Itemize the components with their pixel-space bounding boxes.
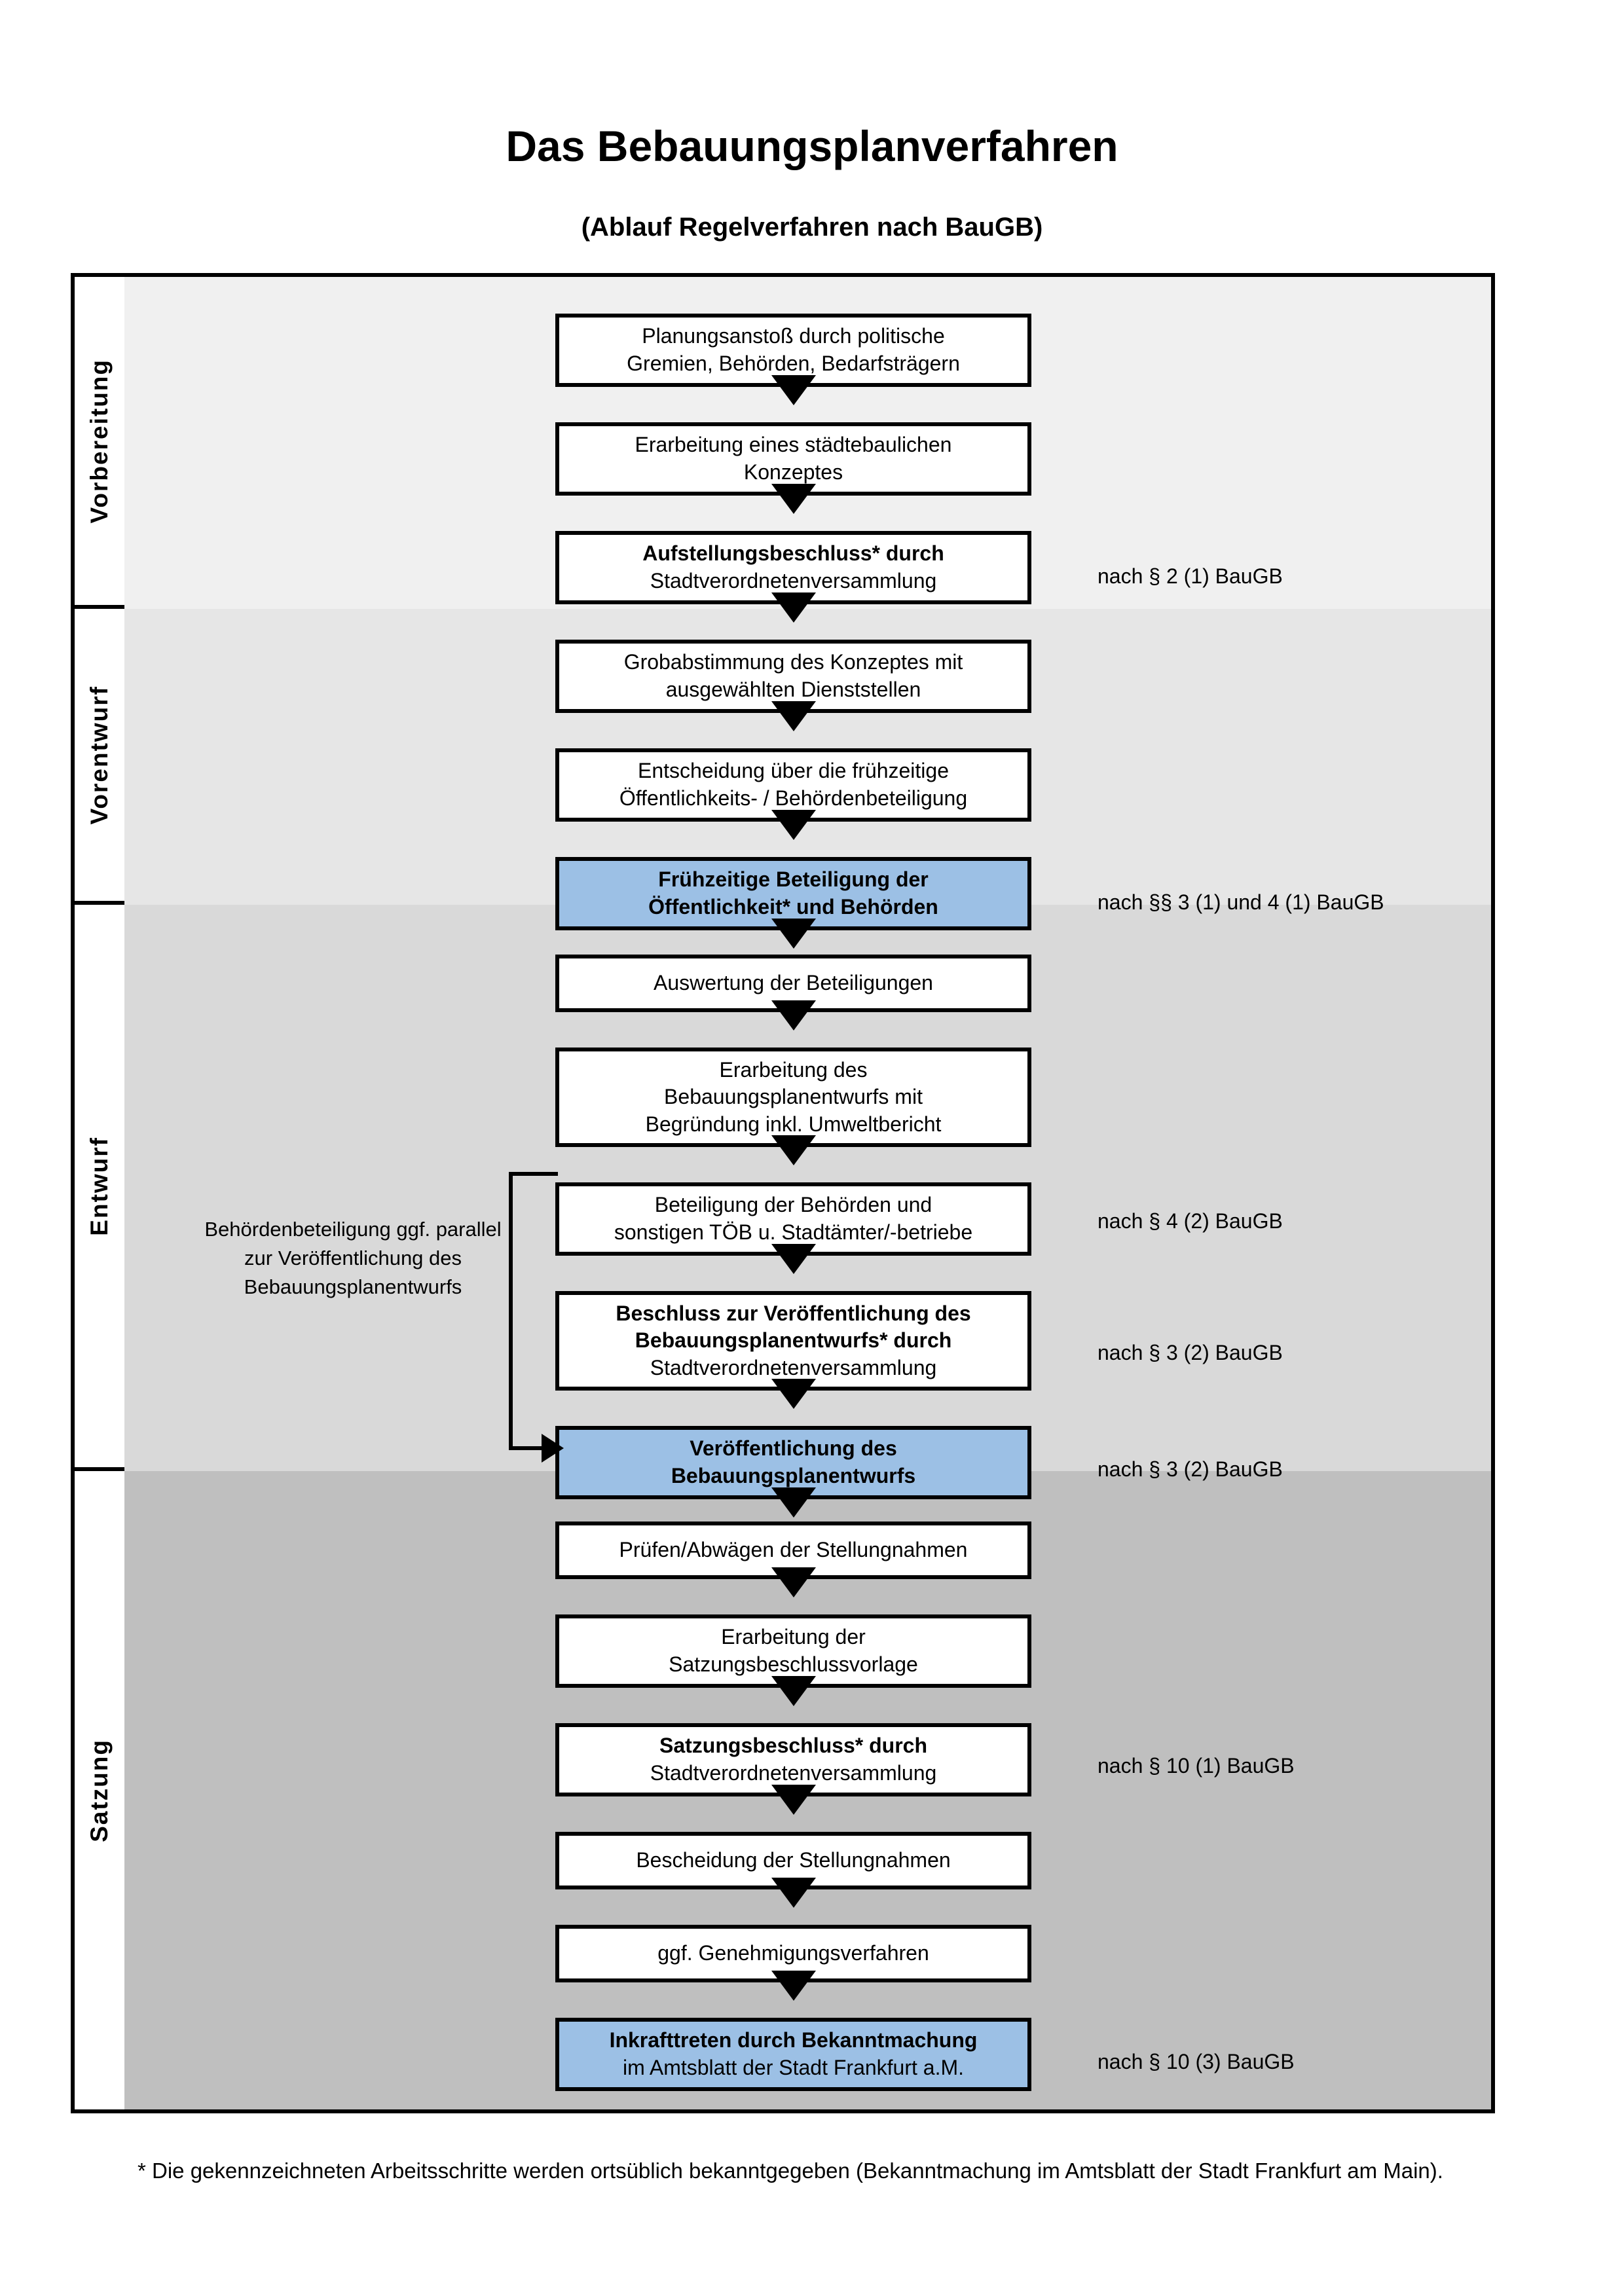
flow-step-6-line2: Öffentlichkeit* und Behörden: [648, 895, 938, 919]
arrow-down-icon-4: [771, 701, 816, 731]
flow-step-15-line1: Bescheidung der Stellungnahmen: [636, 1848, 951, 1872]
arrow-down-icon-7: [771, 1000, 816, 1030]
flow-step-13-line1: Erarbeitung der: [721, 1625, 866, 1649]
page-subtitle: (Ablauf Regelverfahren nach BauGB): [581, 213, 1043, 242]
phase-label-text: Satzung: [86, 1738, 113, 1842]
flow-step-9-line1: Beteiligung der Behörden und: [654, 1193, 932, 1217]
legal-note-4: nach § 3 (2) BauGB: [1098, 1341, 1283, 1364]
flow-step-1-line2: Gremien, Behörden, Bedarfsträgern: [627, 352, 960, 375]
phase-label-vorbereitung: Vorbereitung: [75, 277, 124, 609]
flow-step-4-line1: Grobabstimmung des Konzeptes mit: [623, 650, 963, 674]
side-note-line3: Veröffentlichung des: [278, 1247, 462, 1270]
flow-step-16-line1: ggf. Genehmigungsverfahren: [657, 1941, 929, 1965]
flow-step-9[interactable]: Beteiligung der Behörden und sonstigen T…: [555, 1182, 1031, 1256]
bracket-vertical-segment: [509, 1172, 513, 1450]
flow-step-10-line2: Bebauungsplanentwurfs* durch: [635, 1328, 952, 1353]
flow-step-17[interactable]: Inkrafttreten durch Bekanntmachung im Am…: [555, 2018, 1031, 2091]
arrow-down-icon-13: [771, 1676, 816, 1706]
legal-note-3: nach § 4 (2) BauGB: [1098, 1209, 1283, 1233]
flow-step-14-line2: Stadtverordnetenversammlung: [650, 1761, 937, 1785]
phase-label-column: Vorbereitung Vorentwurf Entwurf Satzung: [75, 277, 124, 2109]
phase-label-text: Entwurf: [86, 1136, 113, 1236]
flow-step-6[interactable]: Frühzeitige Beteiligung der Öffentlichke…: [555, 857, 1031, 930]
flow-step-8-line2: Bebauungsplanentwurfs mit: [664, 1085, 923, 1109]
phase-label-text: Vorbereitung: [86, 358, 113, 524]
flow-step-4-line2: ausgewählten Dienststellen: [665, 678, 921, 701]
arrow-down-icon-16: [771, 1971, 816, 2001]
legal-note-5: nach § 3 (2) BauGB: [1098, 1457, 1283, 1481]
flow-step-7-line1: Auswertung der Beteiligungen: [654, 971, 933, 995]
flow-step-11-line2: Bebauungsplanentwurfs: [671, 1464, 916, 1487]
flow-step-3-line1-bold: Aufstellungsbeschluss* durch: [642, 541, 944, 566]
flow-step-6-line1: Frühzeitige Beteiligung der: [658, 867, 929, 892]
phase-label-text: Vorentwurf: [86, 685, 113, 825]
phase-label-entwurf: Entwurf: [75, 905, 124, 1471]
arrow-down-icon-5: [771, 810, 816, 840]
flow-step-8-line1: Erarbeitung des: [719, 1057, 868, 1082]
flow-step-8[interactable]: Erarbeitung des Bebauungsplanentwurfs mi…: [555, 1048, 1031, 1147]
arrow-down-icon-12: [771, 1567, 816, 1597]
arrow-down-icon-10: [771, 1379, 816, 1409]
footnote: * Die gekennzeichneten Arbeitsschritte w…: [138, 2159, 1443, 2183]
flow-step-10-line3: Stadtverordnetenversammlung: [650, 1355, 937, 1379]
flow-step-9-line2: sonstigen TÖB u. Stadtämter/-betriebe: [614, 1220, 973, 1244]
flow-step-17-line2: im Amtsblatt der Stadt Frankfurt a.M.: [622, 2056, 965, 2079]
bracket-top-segment: [509, 1172, 558, 1176]
flow-step-13-line2: Satzungsbeschlussvorlage: [669, 1652, 918, 1676]
arrow-down-icon-11: [771, 1487, 816, 1518]
flow-step-10-line1: Beschluss zur Veröffentlichung des: [616, 1301, 971, 1325]
side-note-line4: Bebauungsplanentwurfs: [244, 1275, 462, 1299]
flow-step-10[interactable]: Beschluss zur Veröffentlichung des Bebau…: [555, 1291, 1031, 1391]
flow-step-11-line1: Veröffentlichung des: [690, 1436, 897, 1461]
arrow-right-icon-bracket: [542, 1434, 564, 1463]
legal-note-6: nach § 10 (1) BauGB: [1098, 1754, 1295, 1777]
flow-step-5-line2: Öffentlichkeits- / Behördenbeteiligung: [619, 786, 968, 810]
flow-step-2-line2: Konzeptes: [743, 460, 843, 484]
arrow-down-icon-1: [771, 375, 816, 405]
arrow-down-icon-9: [771, 1244, 816, 1274]
side-note-behoerdenbeteiligung: Behördenbeteiligung ggf. parallel zur Ve…: [199, 1215, 507, 1302]
arrow-down-icon-6: [771, 919, 816, 949]
bracket-bottom-segment: [509, 1446, 549, 1450]
arrow-down-icon-8: [771, 1135, 816, 1165]
flow-step-1[interactable]: Planungsanstoß durch politische Gremien,…: [555, 314, 1031, 387]
flow-step-3-line2: Stadtverordnetenversammlung: [650, 569, 937, 592]
flowchart-frame: Vorbereitung Vorentwurf Entwurf Satzung …: [71, 273, 1495, 2113]
phase-label-vorentwurf: Vorentwurf: [75, 609, 124, 905]
flow-step-8-line3: Begründung inkl. Umweltbericht: [645, 1112, 942, 1136]
side-note-line2: ggf. parallel zur: [244, 1218, 502, 1270]
side-note-line1: Behördenbeteiligung: [204, 1218, 391, 1241]
page-title: Das Bebauungsplanverfahren: [506, 122, 1118, 170]
legal-note-2: nach §§ 3 (1) und 4 (1) BauGB: [1098, 890, 1384, 914]
arrow-down-icon-15: [771, 1878, 816, 1908]
arrow-down-icon-3: [771, 592, 816, 623]
flow-step-12[interactable]: Prüfen/Abwägen der Stellungnahmen: [555, 1522, 1031, 1579]
phase-label-satzung: Satzung: [75, 1471, 124, 2109]
flow-step-5-line1: Entscheidung über die frühzeitige: [638, 759, 949, 783]
flow-step-14-line1: Satzungsbeschluss* durch: [659, 1734, 927, 1758]
flow-step-17-line1: Inkrafttreten durch Bekanntmachung: [609, 2028, 978, 2052]
legal-note-1: nach § 2 (1) BauGB: [1098, 564, 1283, 588]
flow-step-5[interactable]: Entscheidung über die frühzeitige Öffent…: [555, 748, 1031, 822]
flow-step-1-line1: Planungsanstoß durch politische: [642, 324, 945, 348]
arrow-down-icon-2: [771, 484, 816, 514]
legal-note-7: nach § 10 (3) BauGB: [1098, 2050, 1295, 2073]
flow-step-12-line1: Prüfen/Abwägen der Stellungnahmen: [619, 1538, 968, 1562]
flow-step-2-line1: Erarbeitung eines städtebaulichen: [635, 433, 952, 457]
arrow-down-icon-14: [771, 1785, 816, 1815]
